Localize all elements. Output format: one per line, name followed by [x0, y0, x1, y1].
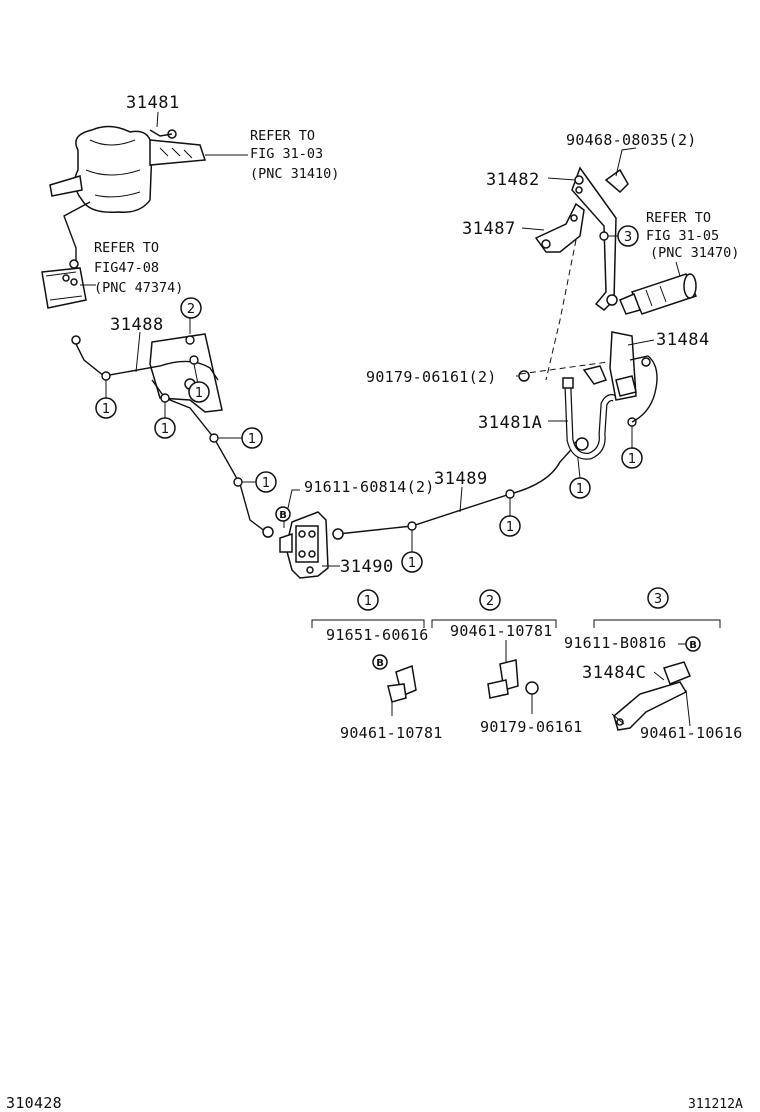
part-31484c-label: 31484C [582, 663, 646, 683]
clutch-master-cylinder [49, 125, 207, 213]
reservoir-block [41, 259, 87, 309]
footer-right-code: 311212A [688, 1097, 743, 1112]
part-90179-06161-2-label: 90179-06161(2) [366, 368, 497, 386]
ref-fig-31-05-line3: (PNC 31470) [650, 245, 739, 261]
part-90468-08035-label: 90468-08035(2) [566, 131, 697, 149]
part-90461-10781-b-label: 90461-10781 [450, 622, 553, 640]
flexible-hose-31481a [562, 377, 616, 460]
svg-text:B: B [279, 510, 287, 521]
svg-text:1: 1 [364, 594, 372, 609]
footer-left-code: 310428 [6, 1094, 62, 1112]
part-90461-10616-label: 90461-10616 [640, 724, 743, 742]
part-91651-60616-label: 91651-60616 [326, 626, 429, 644]
callout-2-circle [180, 297, 202, 319]
clutch-release-cylinder [606, 273, 698, 315]
union-bracket-31490 [262, 511, 344, 579]
part-90461-10781-a-label: 90461-10781 [340, 724, 443, 742]
ref-fig-31-05-line2: FIG 31-05 [646, 228, 719, 244]
svg-text:1: 1 [628, 452, 636, 467]
callout-3-circle [617, 225, 639, 247]
part-31482-label: 31482 [486, 170, 540, 190]
bolt-b-marker [275, 506, 291, 522]
ref-fig-31-03-line2: FIG 31-03 [250, 146, 323, 162]
part-31487-label: 31487 [462, 219, 516, 239]
ref-fig-47-08-line1: REFER TO [94, 240, 159, 256]
bracket-plate [149, 333, 223, 413]
detail-group-2: 2 90461-10781 90179-06161 [431, 589, 583, 736]
part-91611-b0816-label: 91611-B0816 [564, 634, 667, 652]
svg-text:1: 1 [161, 422, 169, 437]
callout-1-group: 1 1 1 1 1 1 1 1 1 [95, 363, 643, 573]
part-31484-label: 31484 [656, 330, 710, 350]
svg-text:B: B [376, 658, 384, 669]
bracket-31484c [613, 681, 688, 731]
part-31490-label: 31490 [340, 557, 394, 577]
svg-text:1: 1 [408, 556, 416, 571]
part-31481a-label: 31481A [478, 413, 542, 433]
bracket-31482 [571, 166, 617, 311]
svg-text:B: B [689, 640, 697, 651]
ref-fig-47-08-line3: (PNC 47374) [94, 280, 183, 296]
svg-text:1: 1 [248, 432, 256, 447]
part-31489-label: 31489 [434, 469, 488, 489]
part-31481-label: 31481 [126, 93, 180, 113]
svg-text:1: 1 [506, 520, 514, 535]
part-31488-label: 31488 [110, 315, 164, 335]
part-91611-60814-label: 91611-60814(2) [304, 478, 435, 496]
svg-text:1: 1 [102, 402, 110, 417]
svg-text:1: 1 [262, 476, 270, 491]
ref-fig-31-03-line1: REFER TO [250, 128, 315, 144]
ref-fig-31-05-line1: REFER TO [646, 210, 711, 226]
svg-text:3: 3 [624, 230, 632, 245]
callout-2-text: 2 [187, 302, 195, 317]
svg-text:2: 2 [486, 594, 494, 609]
ref-fig-47-08-line2: FIG47-08 [94, 260, 159, 276]
part-90179-06161-label: 90179-06161 [480, 718, 583, 736]
detail-group-3: 3 91611-B0816 B 31484C 90461-10616 [564, 587, 743, 742]
svg-text:1: 1 [195, 386, 203, 401]
ref-fig-31-03-line3: (PNC 31410) [250, 166, 339, 182]
detail-group-1: 1 91651-60616 B 90461-10781 [311, 589, 443, 742]
line-31488-upper [75, 343, 219, 381]
svg-text:3: 3 [654, 592, 662, 607]
svg-text:1: 1 [576, 482, 584, 497]
